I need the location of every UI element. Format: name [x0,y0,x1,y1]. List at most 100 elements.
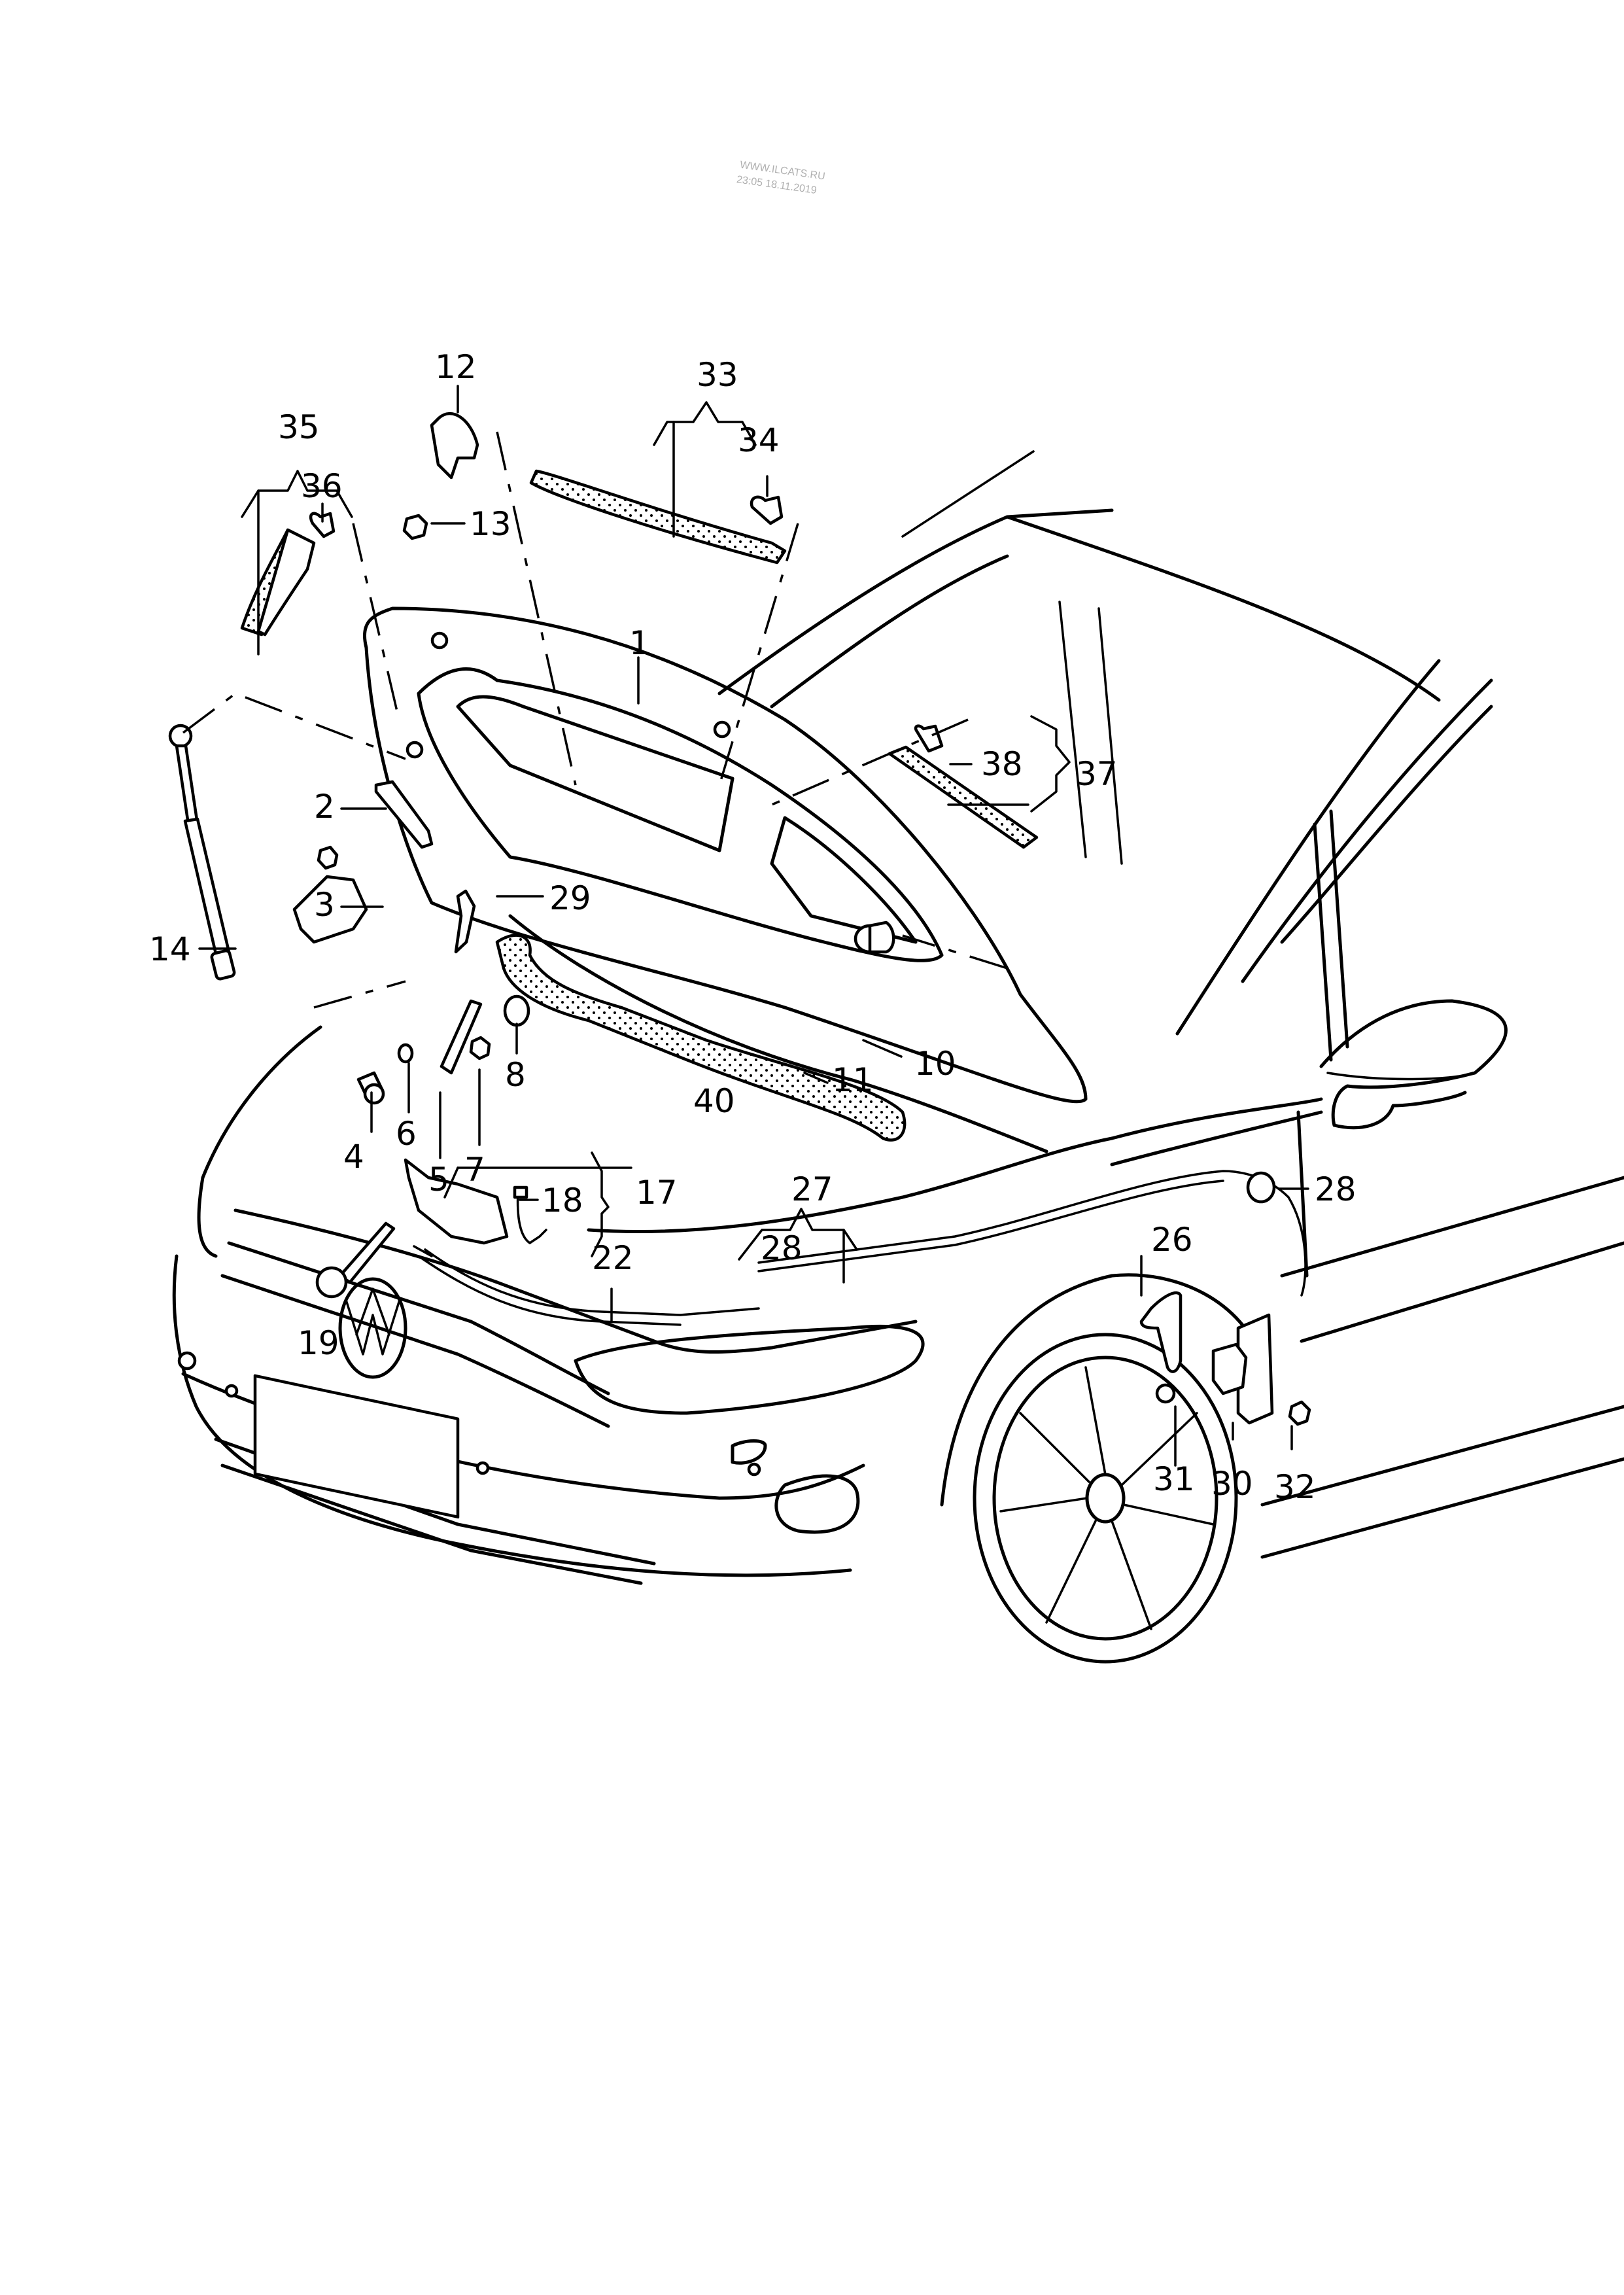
part-26-release-handle[interactable] [1139,1291,1183,1373]
part-32-nut[interactable] [1288,1400,1311,1426]
part-4-bolt[interactable] [356,1071,385,1105]
callout-33[interactable]: 33 [697,356,738,394]
windshield-inner [770,554,1009,709]
part-18-wiring[interactable] [516,1189,547,1244]
part-8-grommet[interactable] [503,994,530,1027]
grille-bar-1 [227,1241,610,1395]
callout-3[interactable]: 3 [314,886,335,924]
callout-27[interactable]: 27 [791,1170,833,1208]
part-2-bracket[interactable] [374,780,434,849]
mirror-trim [1326,1072,1474,1081]
callout-26[interactable]: 26 [1151,1221,1193,1259]
part-19-bolt[interactable] [315,1221,396,1299]
beltline [1110,1097,1323,1140]
callout-12[interactable]: 12 [435,348,477,386]
a-pillar-inner-2 [1280,705,1493,944]
callout-34[interactable]: 34 [738,421,780,459]
part-30-bracket[interactable] [1236,1313,1274,1425]
part-14-gas-strut[interactable] [168,724,236,981]
part-hinge-lower[interactable] [292,875,368,944]
headlight [574,1325,925,1415]
windshield-top [717,515,1441,702]
part-28-grommet[interactable] [1246,1171,1276,1204]
callout-6[interactable]: 6 [396,1115,417,1153]
callout-38[interactable]: 38 [981,745,1023,783]
callout-13[interactable]: 13 [470,505,511,543]
part-12-hinge-bracket[interactable] [430,412,479,480]
part-30-bracket-plate [1211,1342,1248,1395]
part-29-bracket[interactable] [454,889,476,954]
part-33-seal[interactable] [529,469,787,565]
wheel-outer [973,1333,1238,1664]
part-36-clip[interactable] [309,512,336,538]
wheel-spokes [999,1366,1215,1630]
part-37-seal[interactable] [888,745,1039,849]
callout-37[interactable]: 37 [1076,755,1118,793]
part-18-connector[interactable] [513,1185,528,1199]
assembly-lines [182,431,1008,1009]
callout-10[interactable]: 10 [914,1045,956,1083]
callout-8[interactable]: 8 [505,1056,526,1094]
callout-11[interactable]: 11 [832,1061,874,1099]
callout-28-right[interactable]: 28 [1315,1170,1356,1208]
callout-1[interactable]: 1 [629,624,650,662]
door-line-3 [1260,1405,1624,1507]
hood-bolt-hole [713,720,731,739]
part-38-clip[interactable] [914,724,944,753]
windshield-reflection-2 [1058,601,1087,858]
callout-32[interactable]: 32 [1274,1468,1316,1506]
callout-40[interactable]: 40 [693,1082,735,1120]
hood-bolt-hole [406,741,424,759]
part-31-screw[interactable] [1155,1383,1176,1404]
part-27-cable-sheath [757,1180,1224,1272]
part-5-switch[interactable] [440,999,483,1075]
a-pillar-inner-1 [1241,678,1493,983]
hood-inner-frame [417,667,944,962]
wheel-rim [992,1356,1218,1641]
part-34-clip[interactable] [750,495,784,525]
hood-outer [362,606,1088,1104]
callout-29[interactable]: 29 [549,879,591,917]
part-27-cable[interactable] [757,1170,1307,1297]
callout-31[interactable]: 31 [1153,1460,1195,1498]
part-40-seal[interactable] [495,934,907,1142]
callout-18[interactable]: 18 [542,1182,583,1219]
part-35-seal-flange[interactable] [256,528,316,637]
hood-bolt-hole [430,631,449,650]
vw-emblem [338,1277,407,1379]
callout-30[interactable]: 30 [1211,1465,1253,1503]
callout-17[interactable]: 17 [636,1174,678,1212]
callout-14[interactable]: 14 [149,930,191,968]
windshield-reflection-1 [901,450,1035,538]
park-sensor [747,1462,761,1477]
fog-light [774,1474,860,1534]
callout-19[interactable]: 19 [298,1324,339,1362]
part-13-nut[interactable] [402,514,428,540]
callout-4[interactable]: 4 [343,1138,364,1176]
part-10-buffer[interactable] [854,920,895,954]
part-6-washer[interactable] [397,1043,414,1064]
callout-5[interactable]: 5 [428,1161,449,1199]
part-22-cable[interactable] [413,1245,760,1316]
callout-28-left[interactable]: 28 [761,1229,803,1267]
grille-bar-2 [220,1274,610,1428]
callout-35[interactable]: 35 [278,408,320,446]
door-line-1 [1280,1176,1624,1278]
parts [168,412,1311,1426]
fender-right [587,1136,1114,1234]
door-window-front-2 [1329,809,1349,1049]
part-7-nut[interactable] [469,1036,491,1060]
fender-left [197,1025,322,1258]
part-3-nut[interactable] [317,845,339,870]
watermark: WWW.ILCATS.RU 23:05 18.11.2019 [736,160,826,197]
lower-grille-2 [220,1463,643,1585]
part-17-lock[interactable] [404,1158,509,1245]
callout-2[interactable]: 2 [314,788,335,826]
callout-7[interactable]: 7 [464,1151,485,1189]
callout-36[interactable]: 36 [301,467,343,505]
callout-22[interactable]: 22 [592,1239,634,1277]
grille-top [233,1208,918,1354]
hood-inner-opening-1 [456,695,734,852]
hood-inner-opening-2 [770,816,918,944]
roof-edge [1005,508,1114,519]
